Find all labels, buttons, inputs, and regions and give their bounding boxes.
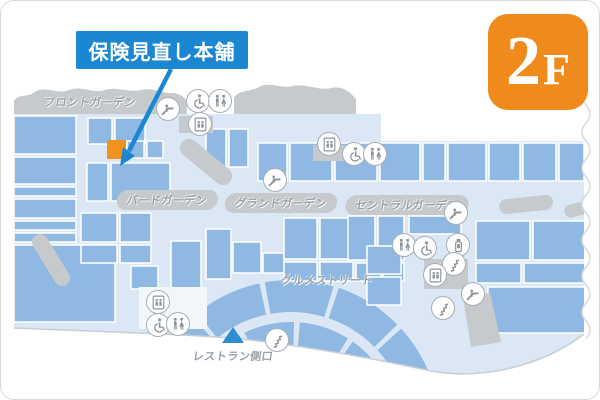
restroom-icon (363, 142, 387, 166)
area-label-gourmet-street: グルメストリート (280, 275, 374, 287)
elevator-icon (188, 112, 212, 136)
floor-badge: 2 F (488, 14, 588, 110)
area-label-bird-garden: バードガーデン (115, 190, 219, 210)
highlighted-shop[interactable] (107, 140, 126, 159)
walkway-edge-line (13, 327, 585, 375)
wheelchair-icon (186, 89, 210, 113)
stairs-icon (265, 328, 289, 352)
shop-units (14, 115, 584, 334)
restroom-icon (166, 312, 190, 336)
elevator-icon (317, 132, 341, 156)
callout-arrow (120, 67, 174, 166)
area-label-grand-garden: グランドガーデン (223, 193, 339, 213)
wheelchair-icon (342, 142, 366, 166)
elevator-icon (146, 290, 170, 314)
wheelchair-icon (413, 236, 437, 260)
escalator-icon (156, 97, 180, 121)
garden-structures (14, 84, 356, 114)
area-label-front-garden: フロントガーデン (43, 97, 137, 109)
entrance-marker-icon (222, 327, 244, 343)
escalator-ramp (32, 234, 70, 286)
elevator-icon (423, 263, 447, 287)
escalator-ramp (180, 139, 232, 185)
restroom-icon (392, 233, 416, 257)
stairs-icon (442, 252, 466, 276)
shop-callout[interactable]: 保険見直し本舗 (76, 31, 248, 69)
shop-callout-label: 保険見直し本舗 (88, 41, 236, 64)
torn-edge-line (581, 86, 591, 340)
torn-edge (582, 87, 599, 346)
floor-suffix: F (543, 45, 570, 94)
escalator-icon (444, 201, 468, 225)
restroom-icon (208, 89, 232, 113)
escalator-icon (461, 282, 485, 306)
stairs-icon (431, 296, 455, 320)
floor-number: 2 (506, 23, 542, 100)
escalator-icon (263, 168, 287, 192)
area-label-restaurant-entrance: レストラン側口 (191, 351, 274, 363)
